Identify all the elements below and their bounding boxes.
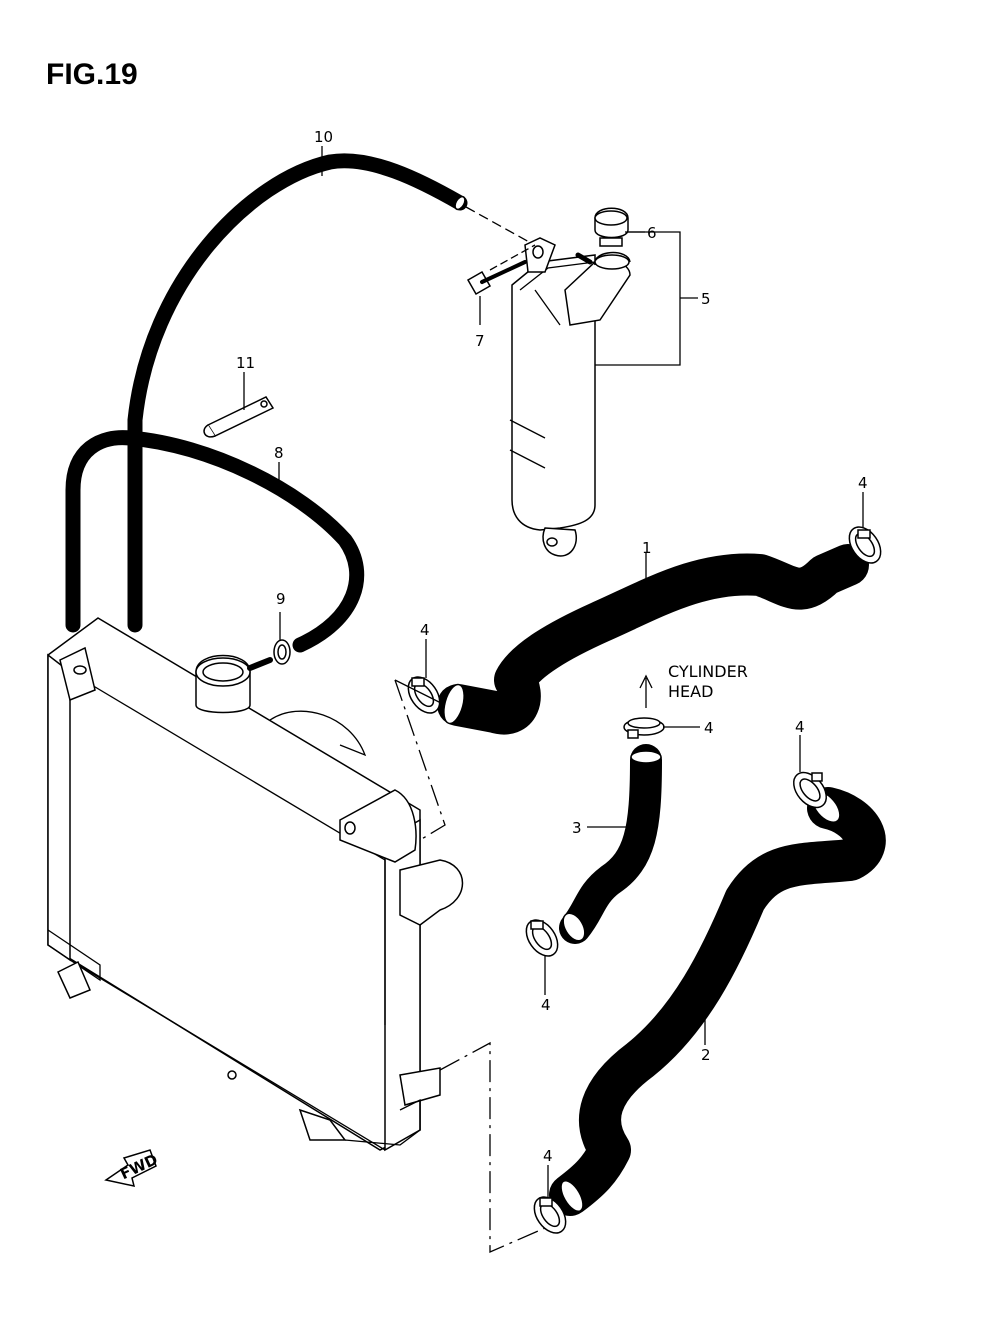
callout-7: 7 xyxy=(475,332,485,350)
leader-hose10-tank xyxy=(465,206,541,249)
callout-9: 9 xyxy=(276,590,286,608)
cylinder-head-arrow xyxy=(639,674,653,708)
callout-11: 11 xyxy=(236,354,255,372)
bolt-7 xyxy=(466,260,527,296)
hose-1 xyxy=(437,544,869,735)
callout-8: 8 xyxy=(274,444,284,462)
leader-bolt7 xyxy=(489,244,536,271)
note-head: HEAD xyxy=(668,682,713,701)
note-cylinder: CYLINDER xyxy=(668,662,748,681)
assembly-guide-lines xyxy=(394,679,546,1253)
fwd-arrow-icon: FWD xyxy=(104,1149,161,1187)
hose-clamp-4 xyxy=(792,771,828,809)
hose-clamp-4 xyxy=(525,919,559,957)
hose-clamp-4 xyxy=(533,1196,567,1234)
overflow-nipple xyxy=(247,657,273,671)
radiator xyxy=(47,617,464,1152)
callout-6: 6 xyxy=(647,224,657,242)
hose-8 xyxy=(65,430,365,653)
figure-title: FIG.19 xyxy=(46,58,138,91)
callout-4: 4 xyxy=(420,621,430,639)
callout-leaders xyxy=(278,146,864,1198)
callout-4: 4 xyxy=(543,1147,553,1165)
callout-4: 4 xyxy=(795,718,805,736)
clamp-9 xyxy=(273,639,291,665)
callout-4: 4 xyxy=(704,719,714,737)
callout-2: 2 xyxy=(701,1046,711,1064)
callout-3: 3 xyxy=(572,819,582,837)
hose-clamp-4 xyxy=(623,717,665,739)
callout-5: 5 xyxy=(701,290,711,308)
hose-10 xyxy=(127,153,468,633)
callout-4: 4 xyxy=(858,474,868,492)
callout-10: 10 xyxy=(314,128,333,146)
radiator-cap xyxy=(195,654,251,714)
clip-11 xyxy=(203,396,275,438)
callout-4: 4 xyxy=(541,996,551,1014)
callout-1: 1 xyxy=(642,539,652,557)
tank-cap-6 xyxy=(594,207,629,247)
hose-3 xyxy=(559,744,662,944)
reservoir-tank-5 xyxy=(509,237,631,557)
hose-2 xyxy=(549,787,886,1216)
hose-clamp-4 xyxy=(848,526,882,564)
